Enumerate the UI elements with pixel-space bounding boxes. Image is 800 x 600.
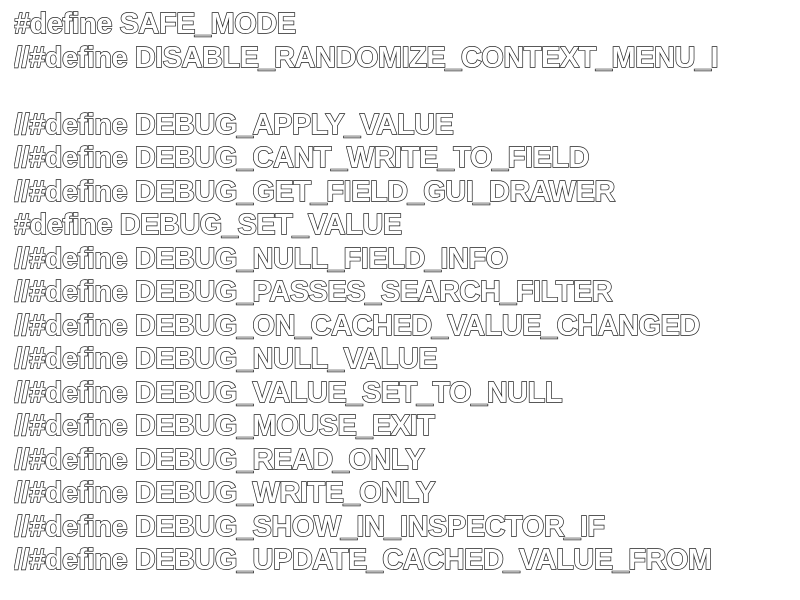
code-line-debug-null-value: //#define DEBUG_NULL_VALUE bbox=[14, 342, 438, 375]
code-line-debug-get-field-gui-drawer: //#define DEBUG_GET_FIELD_GUI_DRAWER bbox=[14, 175, 616, 208]
code-line-debug-passes-search-filter: //#define DEBUG_PASSES_SEARCH_FILTER bbox=[14, 275, 613, 308]
code-line-debug-value-set-to-null: //#define DEBUG_VALUE_SET_TO_NULL bbox=[14, 376, 563, 409]
code-line-debug-set-value: #define DEBUG_SET_VALUE bbox=[14, 208, 403, 241]
code-line-debug-show-in-inspector-if: //#define DEBUG_SHOW_IN_INSPECTOR_IF bbox=[14, 510, 606, 543]
code-line-debug-update-cached-value-from: //#define DEBUG_UPDATE_CACHED_VALUE_FROM bbox=[14, 543, 713, 576]
code-line-debug-apply-value: //#define DEBUG_APPLY_VALUE bbox=[14, 108, 455, 141]
code-line-debug-read-only: //#define DEBUG_READ_ONLY bbox=[14, 443, 425, 476]
code-line-disable-randomize-context-menu: //#define DISABLE_RANDOMIZE_CONTEXT_MENU… bbox=[14, 41, 719, 74]
code-line-debug-on-cached-value-changed: //#define DEBUG_ON_CACHED_VALUE_CHANGED bbox=[14, 309, 701, 342]
code-line-debug-write-only: //#define DEBUG_WRITE_ONLY bbox=[14, 476, 436, 509]
blank-line bbox=[14, 75, 800, 109]
code-line-debug-null-field-info: //#define DEBUG_NULL_FIELD_INFO bbox=[14, 242, 509, 275]
code-listing: #define SAFE_MODE //#define DISABLE_RAND… bbox=[14, 8, 800, 578]
code-line-debug-mouse-exit: //#define DEBUG_MOUSE_EXIT bbox=[14, 409, 436, 442]
code-line-debug-cant-write-to-field: //#define DEBUG_CANT_WRITE_TO_FIELD bbox=[14, 141, 590, 174]
code-line-safe-mode: #define SAFE_MODE bbox=[14, 8, 297, 41]
